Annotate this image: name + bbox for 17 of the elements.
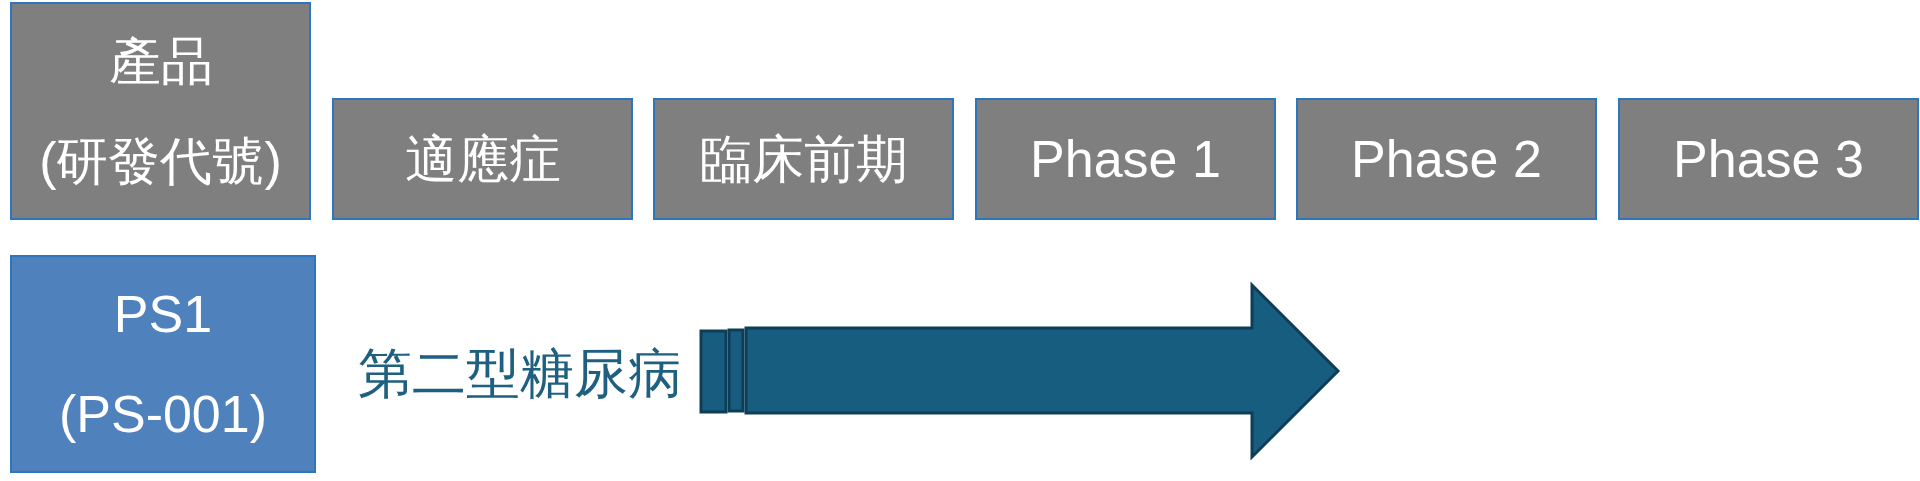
header-box xyxy=(975,98,1276,220)
indication-text: 第二型糖尿病 xyxy=(358,343,682,403)
column-subheading: (研發代號) xyxy=(39,131,282,192)
column-heading: Phase 2 xyxy=(1351,129,1542,190)
column-heading: 臨床前期 xyxy=(699,129,908,190)
header-box xyxy=(332,98,633,220)
product-code: (PS-001) xyxy=(58,384,268,445)
product-box xyxy=(10,255,316,473)
product-name: PS1 xyxy=(113,284,213,345)
column-heading: 產品 xyxy=(108,31,213,92)
column-heading: Phase 1 xyxy=(1030,129,1221,190)
column-heading: 適應症 xyxy=(404,129,561,190)
header-box xyxy=(1296,98,1597,220)
header-box xyxy=(1618,98,1919,220)
header-box xyxy=(10,2,311,220)
column-heading: Phase 3 xyxy=(1673,129,1864,190)
header-box xyxy=(653,98,954,220)
